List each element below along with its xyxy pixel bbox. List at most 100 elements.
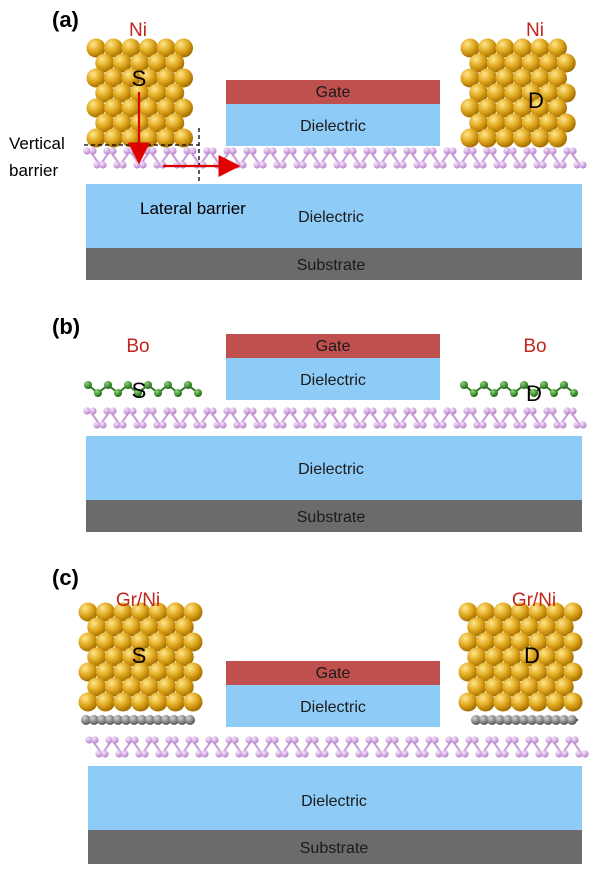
mos2-atom <box>433 421 441 429</box>
graphene-atom <box>81 715 91 725</box>
borophene-atom <box>460 381 468 389</box>
mos2-atom <box>169 407 177 415</box>
mos2-atom <box>229 407 237 415</box>
metal-atom <box>104 677 124 697</box>
mos2-atom <box>253 161 261 169</box>
mos2-atom <box>425 736 433 744</box>
mos2-atom <box>269 147 277 155</box>
metal-atom <box>546 602 565 622</box>
metal-atom <box>148 662 168 682</box>
metal-atom <box>78 662 98 682</box>
metal-label-left-c: Gr/Ni <box>116 590 160 611</box>
mos2-atom <box>431 736 439 744</box>
mos2-atom <box>359 421 367 429</box>
graphene-atom <box>503 715 513 725</box>
mos2-atom <box>103 147 111 155</box>
mos2-atom <box>375 750 383 758</box>
borophene-drain-contact <box>460 381 578 397</box>
top-dielectric-label-b: Dielectric <box>300 372 366 389</box>
ni-drain-contact-a <box>460 38 576 148</box>
metal-atom <box>478 128 497 148</box>
mos2-atom <box>181 750 189 758</box>
panel-a: (a) Substrate Dielectric Gate Dielectric… <box>9 7 587 280</box>
metal-atom <box>539 53 559 73</box>
mos2-atom <box>373 161 381 169</box>
metal-atom <box>86 128 106 148</box>
borophene-atom <box>570 389 578 397</box>
metal-atom <box>528 692 548 712</box>
mos2-atom <box>303 147 311 155</box>
mos2-atom <box>513 421 521 429</box>
metal-atom <box>95 83 115 103</box>
mos2-atom <box>539 421 547 429</box>
mos2-atom <box>511 736 519 744</box>
borophene-atom <box>500 381 508 389</box>
metal-atom <box>157 647 177 667</box>
metal-atom <box>156 128 176 148</box>
bottom-dielectric-label-c: Dielectric <box>301 793 367 810</box>
metal-atom <box>147 53 167 73</box>
mos2-atom <box>519 161 527 169</box>
metal-atom <box>165 83 185 103</box>
metal-atom <box>484 617 504 637</box>
metal-atom <box>121 68 141 88</box>
mos2-atom <box>533 161 541 169</box>
mos2-atom <box>295 750 303 758</box>
mos2-atom <box>141 750 149 758</box>
mos2-atom <box>543 407 551 415</box>
metal-atom <box>476 692 495 712</box>
mos2-atom <box>283 407 291 415</box>
metal-atom <box>139 98 158 118</box>
ni-source-contact-a <box>86 38 193 148</box>
mos2-atom <box>253 421 261 429</box>
mos2-atom <box>203 407 211 415</box>
mos2-atom <box>289 147 297 155</box>
mos2-atom <box>123 407 131 415</box>
borophene-atom <box>114 389 122 397</box>
top-dielectric-c <box>226 685 440 727</box>
mos2-atom <box>149 407 157 415</box>
mos2-atom <box>103 407 111 415</box>
mos2-atom <box>493 421 501 429</box>
mos2-atom <box>89 407 97 415</box>
mos2-atom <box>379 161 387 169</box>
mos2-atom <box>491 736 499 744</box>
mos2-channel-b <box>83 407 587 429</box>
mos2-atom <box>409 147 417 155</box>
metal-atom <box>467 647 487 667</box>
mos2-atom <box>483 147 491 155</box>
mos2-atom <box>499 421 507 429</box>
metal-atom <box>486 53 506 73</box>
mos2-atom <box>499 161 507 169</box>
metal-atom <box>458 692 478 712</box>
mos2-atom <box>83 147 91 155</box>
metal-atom <box>537 647 557 667</box>
vertical-barrier-label-line1: Vertical <box>9 134 65 153</box>
mos2-atom <box>361 750 369 758</box>
borophene-atom <box>134 389 142 397</box>
metal-atom <box>78 602 98 622</box>
mos2-atom <box>469 407 477 415</box>
graphene-atom <box>105 715 115 725</box>
borophene-atom <box>530 389 538 397</box>
mos2-atom <box>211 736 219 744</box>
metal-atom <box>502 617 522 637</box>
mos2-atom <box>343 147 351 155</box>
metal-atom <box>460 98 480 118</box>
mos2-atom <box>341 750 349 758</box>
mos2-atom <box>249 407 257 415</box>
mos2-atom <box>203 147 211 155</box>
gate-label-a: Gate <box>316 84 351 101</box>
borophene-atom <box>510 389 518 397</box>
metal-atom <box>95 53 115 73</box>
mos2-atom <box>561 750 569 758</box>
mos2-atom <box>259 161 267 169</box>
mos2-atom <box>553 161 561 169</box>
graphene-atom <box>145 715 155 725</box>
metal-atom <box>458 662 478 682</box>
mos2-atom <box>435 750 443 758</box>
mos2-atom <box>171 736 179 744</box>
mos2-atom <box>555 750 563 758</box>
drain-label-a: D <box>528 88 544 113</box>
mos2-atom <box>149 147 157 155</box>
